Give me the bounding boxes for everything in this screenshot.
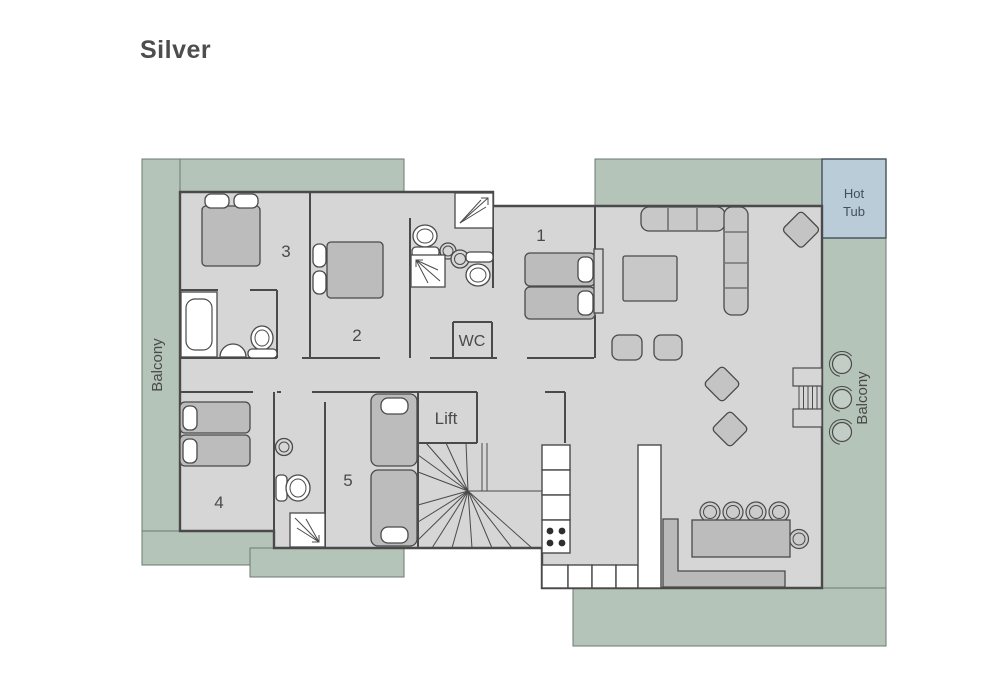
sink-icon [219, 343, 247, 358]
bedroom-2: 2 [312, 241, 384, 345]
kitchen-counter [541, 444, 662, 589]
pillow-icon [380, 526, 409, 544]
balcony-right-label: Balcony [854, 371, 871, 425]
balcony-areas: Balcony Balcony [141, 158, 887, 647]
balcony-round-seat-icon [829, 418, 853, 445]
pillow-icon [233, 193, 259, 209]
dining-bench-icon [662, 518, 786, 588]
bedroom-5-label: 5 [343, 471, 352, 490]
stairs-icon [417, 442, 542, 549]
balcony-top-left [141, 158, 405, 193]
bedroom-3-label: 3 [281, 242, 290, 261]
bedroom-1-label: 1 [536, 226, 545, 245]
pillow-icon [312, 270, 327, 295]
living-room [611, 206, 823, 447]
sink-icon [439, 242, 470, 269]
pillow-icon [204, 193, 230, 209]
toilet-icon [465, 251, 494, 287]
fireplace-icon [792, 367, 823, 428]
lounge-chair-icon [782, 211, 820, 248]
single-bed-icon [370, 469, 418, 547]
shower-icon [410, 254, 446, 288]
double-bed-icon [326, 241, 384, 299]
bedroom-2-label: 2 [352, 326, 361, 345]
headboard-wall [593, 248, 604, 314]
bathtub-icon [180, 291, 218, 358]
balcony-top-right [594, 158, 824, 207]
hot-tub-area: Hot Tub [821, 158, 887, 239]
balcony-bottom-left-b [249, 547, 405, 578]
balcony-bottom [572, 587, 887, 647]
pillow-icon [182, 405, 198, 431]
balcony-right [821, 237, 887, 647]
sofa-icon [640, 206, 749, 316]
balcony-left-label: Balcony [149, 338, 166, 392]
bathroom-bottom [274, 437, 326, 548]
coffee-table-icon [622, 255, 678, 302]
lift-label: Lift [435, 409, 458, 428]
bedroom-4: 4 [179, 401, 251, 512]
shower-icon [289, 512, 326, 548]
dining-table-icon [691, 519, 791, 558]
stove-burners-icon [546, 527, 566, 547]
bedroom-5: 5 [343, 393, 418, 547]
balcony-left [141, 158, 181, 566]
toilet-icon [275, 474, 311, 502]
balcony-round-seat-icon [829, 385, 853, 412]
pillow-icon [182, 438, 198, 464]
stove-icon [541, 519, 571, 554]
wc-label: WC [459, 333, 486, 350]
dining-chair-icon [699, 501, 810, 550]
hot-tub-label-line1: Hot [844, 186, 865, 201]
pillow-icon [577, 256, 594, 283]
hot-tub [821, 158, 887, 239]
sink-icon [274, 437, 294, 457]
bedroom-1: 1 [524, 226, 604, 320]
hot-tub-label-line2: Tub [843, 204, 865, 219]
lounge-chair-icon [712, 411, 748, 447]
toilet-icon [247, 325, 278, 359]
internal-walls [180, 192, 596, 548]
pillow-icon [577, 290, 594, 316]
bathroom-top: WC [410, 192, 494, 350]
kitchen-island [637, 444, 662, 589]
toilet-icon [411, 224, 440, 258]
balcony-round-seat-icon [829, 350, 853, 377]
bedroom-3: 3 [180, 193, 291, 359]
bedroom-4-label: 4 [214, 493, 223, 512]
pillow-icon [312, 243, 327, 268]
page-title: Silver [140, 36, 212, 64]
pillow-icon [380, 397, 409, 415]
shower-icon [454, 192, 494, 229]
stool-icon [611, 334, 643, 361]
double-bed-icon [201, 205, 261, 267]
lounge-chair-icon [704, 366, 740, 402]
dining-area [662, 501, 810, 588]
stool-icon [653, 334, 683, 361]
